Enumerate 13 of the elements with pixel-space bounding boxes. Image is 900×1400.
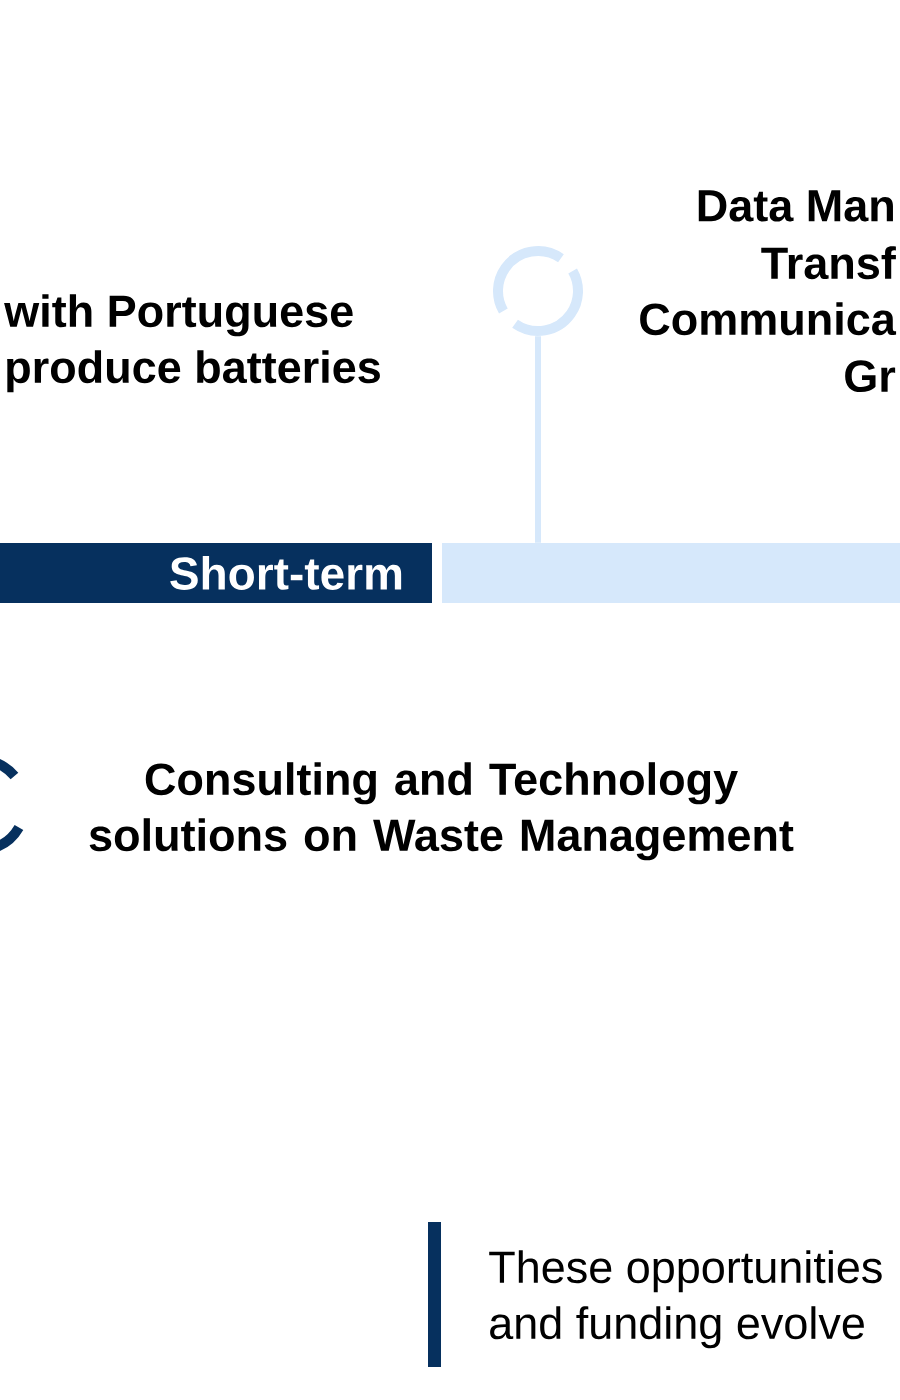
- item-text: Communica: [640, 302, 897, 336]
- ring-marker: [493, 246, 583, 336]
- timeline-band: Short-term: [0, 543, 432, 603]
- item-text: Gr: [845, 360, 896, 393]
- item-text: Consulting and Technology solutions on Waste Management: [89, 762, 794, 861]
- note-text: These opportunities: [489, 1250, 882, 1293]
- note-text: and funding evolve: [490, 1306, 864, 1349]
- item-text: produce batteries: [7, 350, 380, 393]
- item-text: Data Man: [698, 190, 893, 222]
- item-text: with Portuguese: [4, 294, 353, 337]
- timeline-band: [442, 543, 900, 603]
- item-text: Transf: [761, 246, 896, 280]
- connector-line: [535, 336, 541, 543]
